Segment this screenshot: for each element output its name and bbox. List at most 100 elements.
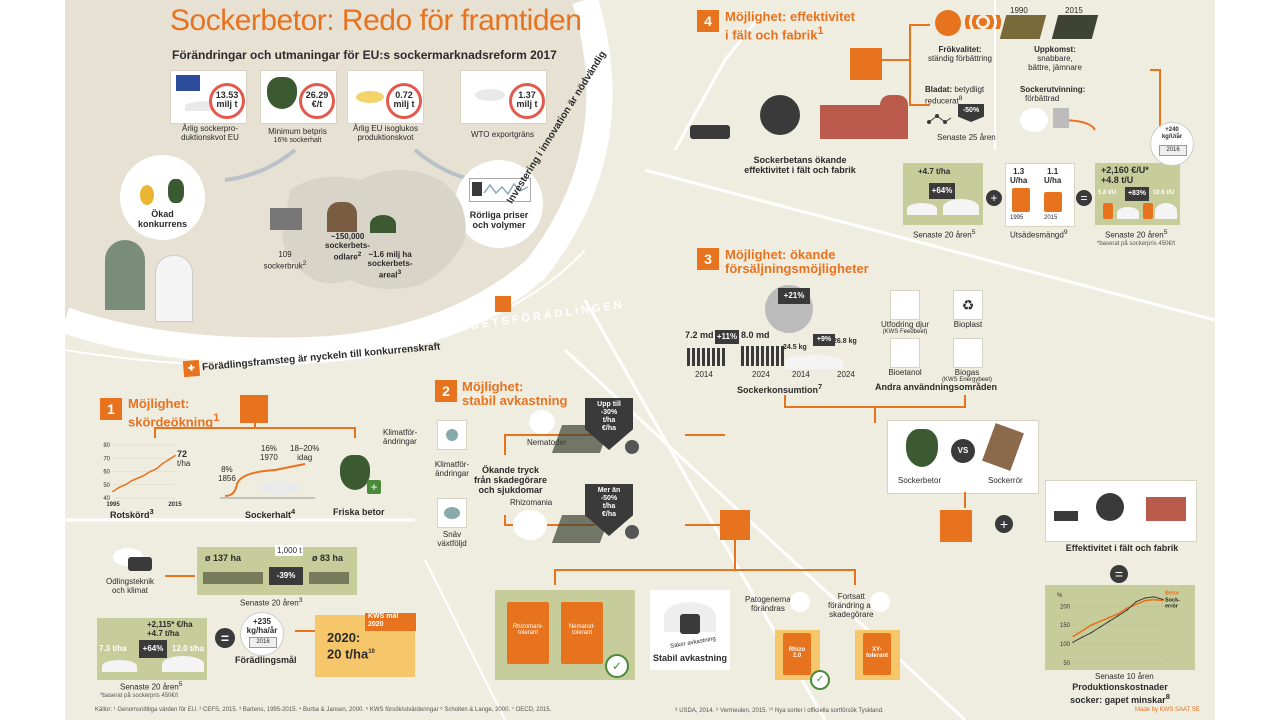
section2-split-lines (554, 540, 856, 585)
rhizomania-label: Rhizomania (510, 498, 553, 507)
s4-yield-arrow: +64% (929, 183, 955, 199)
section3-merge-lines (784, 395, 966, 423)
area-top: 1,000 t (275, 545, 304, 556)
sugar-label: Sockerhalt4 (245, 507, 296, 520)
export-arrows-icon (475, 89, 505, 101)
competition-label: Ökad konkurrens (137, 209, 188, 229)
sugar-16: 16%1970 (260, 444, 278, 462)
section4-breeding-icon (850, 48, 882, 80)
section1-branch-lines (154, 420, 356, 438)
section3-title: Möjlighet: ökande försäljningsmöjlighete… (725, 247, 869, 276)
cost-point (1117, 613, 1119, 615)
total-arrow: +83% (1125, 187, 1149, 201)
cost-ytick: 200 (1060, 604, 1071, 610)
feed-sub: (KWS Feedbeet) (882, 329, 928, 335)
yield-ytick: 40 (103, 496, 110, 502)
cost-point (1108, 620, 1110, 623)
section1-breeding-icon (240, 395, 268, 423)
gain-t: +4.7 t/ha (147, 629, 180, 638)
bioplast-label: Bioplast (953, 320, 983, 329)
coin-icon (625, 440, 639, 454)
continued-icon (870, 592, 890, 612)
feed-icon (890, 290, 920, 320)
yield-point (174, 454, 176, 457)
seed-icon (935, 10, 961, 36)
sugar-pile-small (907, 203, 937, 215)
factory-small-icon (1053, 108, 1069, 128)
cost-series-label: Sock- (1165, 598, 1180, 604)
coin-icon (625, 525, 639, 539)
nematode-label: Nematoder (527, 438, 567, 447)
yield-point (112, 490, 114, 493)
cane-icon (168, 179, 184, 203)
kg2014: 24.5 kg (783, 344, 807, 351)
cost-series-label: errör (1165, 604, 1179, 610)
leaf-label: Bladat: betydligt reducerat8 (925, 85, 985, 106)
cost-period: Senaste 10 åren (1095, 672, 1154, 681)
tractor-icon (690, 125, 730, 139)
tolerant-box: Rhizomani- tolerant Nematod- tolerant ✓ (495, 590, 635, 680)
yield-point (143, 474, 145, 477)
biogas-label: Biogas (954, 368, 980, 377)
cost-point (1090, 624, 1092, 626)
kg-year: 2016 (249, 637, 277, 648)
molecule-icon (925, 112, 953, 128)
area-after: ø 83 ha (312, 553, 344, 563)
goal-box: KWS mål 2020 2020: 20 t/ha10 (315, 613, 416, 677)
spoon-icon (356, 91, 384, 103)
plus-icon: + (986, 190, 1002, 206)
footer-sources: Källor: ¹ Genomsnittliga värden för EU. … (95, 707, 552, 713)
gain-box: +2,115* €/ha +4.7 t/ha 7.3 t/ha 12.0 t/h… (97, 618, 207, 680)
factory-icon (270, 208, 302, 230)
kg-unit-circle: +240 kg/U/år 2016 (1150, 122, 1194, 166)
sugarcane-icon (982, 423, 1024, 471)
pop-pct-badge: +11% (715, 330, 739, 344)
climate-icon (437, 420, 467, 450)
no-sign-icon: 26.29€/t (299, 83, 335, 119)
yield-point (155, 468, 158, 470)
yield-ytick: 60 (103, 470, 110, 476)
healthy-label: Friska betor (333, 507, 385, 517)
target-label: Förädlingsmål (235, 655, 297, 665)
efficiency-box (1045, 480, 1197, 542)
price-chart-icon (469, 178, 531, 202)
pathogen-icon (790, 592, 810, 612)
year-2015: 2015 (1065, 6, 1083, 15)
arrow-line (165, 575, 195, 577)
extraction-label: Sockerutvinning: (1020, 85, 1086, 94)
cost-point (1162, 599, 1164, 602)
reform-sublabel-price: 16% sockerhalt (273, 137, 322, 144)
gain-arrow: +64% (139, 640, 167, 658)
rhizomania-icon (513, 510, 547, 540)
area-before: ø 137 ha (205, 553, 242, 563)
total-eur: +2,160 €/U* (1101, 165, 1149, 175)
cost-yunit: % (1057, 593, 1063, 599)
kg-label: +235 kg/ha/år (246, 617, 278, 635)
cost-ytick: 150 (1060, 623, 1071, 629)
equals-icon: = (215, 628, 235, 648)
sugar-pile-large (1155, 203, 1177, 219)
section4-caption: Sockerbetans ökande effektivitet i fält … (744, 155, 856, 175)
section4-title: Möjlighet: effektivitet i fält och fabri… (725, 9, 856, 43)
area-reduction-arrow: -39% (269, 567, 303, 585)
area-label: ~1.6 milj ha sockerbets- areal3 (367, 250, 413, 280)
prices-label: Rörliga priser och volymer (469, 210, 529, 230)
total-period: Senaste 20 åren5 (1105, 229, 1168, 240)
tractor-icon (128, 557, 152, 571)
seed-bag-small (1143, 203, 1153, 219)
growers-icon (327, 202, 357, 232)
sugarcane-label: Sockerrör (988, 476, 1023, 485)
cost-point (1135, 603, 1137, 606)
check-icon: ✓ (810, 670, 830, 690)
s1-footnote: *baserat på sockerpris 450€/t (100, 693, 179, 699)
yield-point (149, 470, 151, 473)
seed-quality-label: Frökvalitet: (938, 45, 982, 54)
healthy-beet-icon (340, 455, 370, 490)
farmer-icon (105, 240, 145, 310)
seed-amount-box: 1.3 U/ha 1.1 U/ha 1995 2015 (1005, 163, 1075, 227)
extraction-icon (1020, 108, 1048, 132)
kg2024: 26.8 kg (833, 338, 857, 345)
sugar-pile-icon (785, 355, 843, 369)
total-t: +4.8 t/U (1101, 175, 1134, 185)
